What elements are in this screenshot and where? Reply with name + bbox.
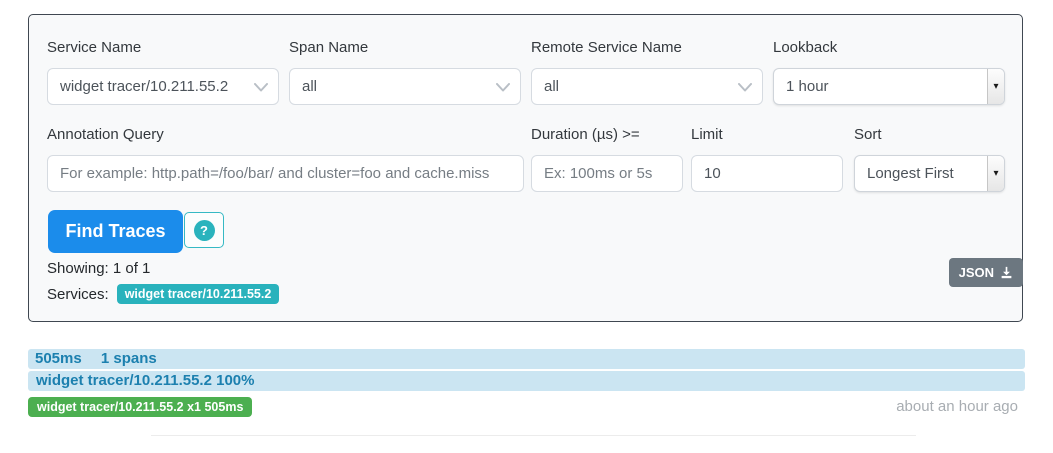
trace-timestamp: about an hour ago xyxy=(896,398,1018,415)
remote-service-name-select[interactable]: all xyxy=(531,68,763,105)
span-name-select-value: all xyxy=(302,78,318,95)
duration-input[interactable] xyxy=(531,155,683,192)
select-arrow-icon: ▾ xyxy=(987,69,1004,104)
sort-select[interactable]: Longest First ▾ xyxy=(854,155,1005,192)
service-badge[interactable]: widget tracer/10.211.55.2 xyxy=(116,284,280,304)
span-name-select[interactable]: all xyxy=(289,68,521,105)
chevron-down-icon xyxy=(738,83,752,92)
remote-service-name-label: Remote Service Name xyxy=(531,39,682,56)
search-panel: Service Name Span Name Remote Service Na… xyxy=(28,14,1023,322)
span-name-label: Span Name xyxy=(289,39,369,56)
select-arrow-icon: ▾ xyxy=(987,156,1004,191)
annotation-query-input[interactable] xyxy=(47,155,524,192)
question-mark-icon: ? xyxy=(193,219,215,241)
json-button-label: JSON xyxy=(958,265,994,280)
service-name-select-value: widget tracer/10.211.55.2 xyxy=(60,78,229,95)
showing-count: Showing: 1 of 1 xyxy=(47,260,151,277)
trace-span-count: 1 spans xyxy=(100,350,157,367)
trace-row-duration-bar[interactable]: 505ms 1 spans xyxy=(28,349,1025,369)
remote-service-name-select-value: all xyxy=(544,78,560,95)
limit-label: Limit xyxy=(691,126,723,143)
duration-label: Duration (µs) >= xyxy=(531,126,640,143)
service-name-label: Service Name xyxy=(47,39,142,56)
trace-span-badge[interactable]: widget tracer/10.211.55.2 x1 505ms xyxy=(28,397,253,417)
services-label: Services: xyxy=(47,285,109,303)
service-name-select[interactable]: widget tracer/10.211.55.2 xyxy=(47,68,279,105)
json-download-button[interactable]: JSON xyxy=(948,258,1023,287)
annotation-query-label: Annotation Query xyxy=(47,126,164,143)
download-icon xyxy=(1000,266,1013,279)
sort-label: Sort xyxy=(854,126,882,143)
lookback-select[interactable]: 1 hour ▾ xyxy=(773,68,1005,105)
trace-service-summary: widget tracer/10.211.55.2 100% xyxy=(36,372,255,389)
limit-input[interactable] xyxy=(691,155,843,192)
trace-row-service-bar[interactable]: widget tracer/10.211.55.2 100% xyxy=(28,371,1025,391)
find-traces-button[interactable]: Find Traces xyxy=(48,210,183,253)
chevron-down-icon xyxy=(496,83,510,92)
trace-divider xyxy=(151,435,916,436)
lookback-label: Lookback xyxy=(773,39,838,56)
services-row: Services: widget tracer/10.211.55.2 xyxy=(47,283,280,305)
trace-duration: 505ms xyxy=(35,350,82,367)
chevron-down-icon xyxy=(254,83,268,92)
help-button[interactable]: ? xyxy=(184,212,224,248)
sort-select-value: Longest First xyxy=(867,165,954,182)
lookback-select-value: 1 hour xyxy=(786,78,829,95)
